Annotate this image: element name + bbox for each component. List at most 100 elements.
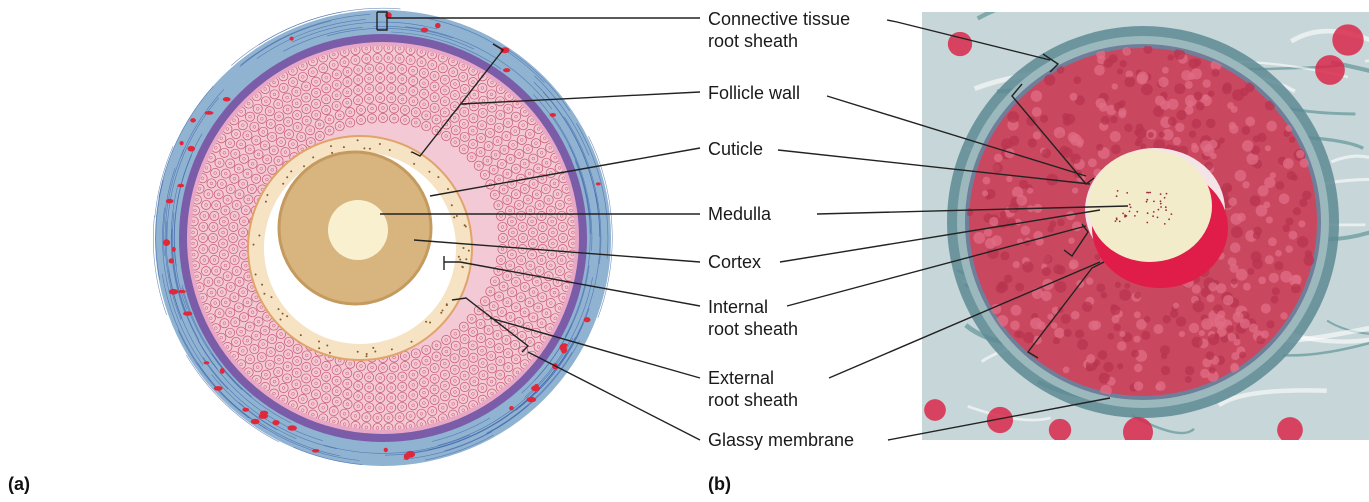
micrograph-cell [1194,59,1202,67]
red-spot [534,384,538,388]
micrograph-cell [1124,123,1132,131]
micrograph-cell [1168,117,1177,126]
micrograph-cell [1271,296,1279,304]
micrograph-cell [1057,219,1065,227]
inner-dot [374,351,376,353]
inner-dot [451,204,453,206]
micrograph-red-blob [1315,55,1345,85]
micrograph-cell [1232,89,1244,101]
red-spot [163,239,170,246]
inner-dot [411,341,413,343]
micrograph-cell [1071,311,1080,320]
red-spot [272,420,279,425]
micrograph-cell [1223,295,1233,305]
micrograph-cell [1173,137,1181,145]
label-cuticle-line1: Cuticle [708,138,763,160]
micrograph-cell [1274,261,1283,270]
red-spot [188,146,196,152]
medulla-dot [1157,217,1159,219]
micrograph-cell [1141,331,1150,340]
micrograph-cell [1030,317,1042,329]
micrograph-cell [1208,282,1217,291]
inner-dot [428,171,430,173]
micrograph-cell [1287,171,1296,180]
inner-dot [442,310,444,312]
label-cuticle: Cuticle [708,138,763,160]
micrograph-cell [1086,354,1095,363]
inner-dot [465,258,467,260]
medulla-dot [1117,190,1119,192]
micrograph-cell [1056,265,1065,274]
micrograph-cell [1112,83,1118,89]
label-external-line2: root sheath [708,389,798,411]
medulla-dot [1146,199,1148,201]
red-spot [180,141,184,145]
micrograph-cell [1009,136,1019,146]
inner-dot [263,293,265,295]
inner-dot [253,244,255,246]
micrograph-cell [1141,84,1153,96]
micrograph-cell [1044,74,1055,85]
panel-label-a: (a) [8,474,30,495]
inner-dot [318,341,320,343]
micrograph-cell [985,238,996,249]
micrograph-cell [1051,322,1058,329]
medulla-dot [1164,197,1166,199]
inner-dot [453,216,455,218]
micrograph-cell [1185,81,1193,89]
medulla-dot [1153,201,1155,203]
micrograph-cell [1022,261,1033,272]
label-follicle-wall: Follicle wall [708,82,800,104]
micrograph-cell [994,154,1003,163]
micrograph-cell [1158,77,1168,87]
micrograph-cell [1192,337,1203,348]
label-medulla: Medulla [708,203,771,225]
micrograph-cell [1189,131,1196,138]
micrograph-cell [1032,107,1042,117]
inner-dot [326,345,328,347]
micrograph-cell [1015,283,1024,292]
inner-dot [312,156,314,158]
micrograph-cell [982,177,990,185]
medulla-dot [1160,206,1162,208]
inner-dot [303,165,305,167]
micrograph-cell [1061,314,1071,324]
micrograph-cell [1119,331,1125,337]
red-spot [406,451,415,458]
label-glassy-line1: Glassy membrane [708,429,854,451]
label-connective-line2: root sheath [708,30,850,52]
inner-dot [265,201,267,203]
micrograph-cell [1110,305,1120,315]
micrograph-cell [1253,135,1260,142]
red-spot [177,184,184,188]
micrograph-cell [1108,333,1115,340]
micrograph-cell [1189,323,1199,333]
micrograph-cell [1047,226,1054,233]
micrograph-cell [1054,328,1064,338]
micrograph-cell [1148,132,1154,138]
inner-dot [446,304,448,306]
label-cortex: Cortex [708,251,761,273]
micrograph-cell [1231,352,1239,360]
micrograph-cell [1282,224,1290,232]
label-medulla-line1: Medulla [708,203,771,225]
inner-dot [425,321,427,323]
micrograph-cell [1275,250,1282,257]
micrograph-cell [1134,311,1141,318]
medulla-dot [1129,204,1131,206]
micrograph-cell [1119,111,1127,119]
red-spot [509,406,514,410]
inner-dot [258,235,260,237]
micrograph-cell [1252,258,1263,269]
label-connective-tissue-root-sheath: Connective tissue root sheath [708,8,850,52]
micrograph-cell [1144,316,1150,322]
medulla-dot [1158,209,1160,211]
inner-dot [447,188,449,190]
micrograph-cell [1250,195,1261,206]
micrograph-cell [1235,170,1247,182]
medulla-dot [1166,193,1168,195]
inner-dot [413,163,415,165]
inner-dot [343,146,345,148]
micrograph-cell [1205,144,1213,152]
micrograph-panel-b [922,2,1369,447]
